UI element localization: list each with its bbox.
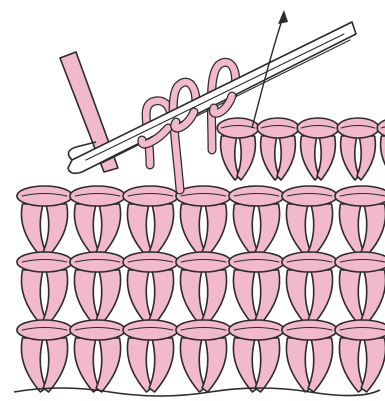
crochet-illustration — [0, 0, 385, 401]
